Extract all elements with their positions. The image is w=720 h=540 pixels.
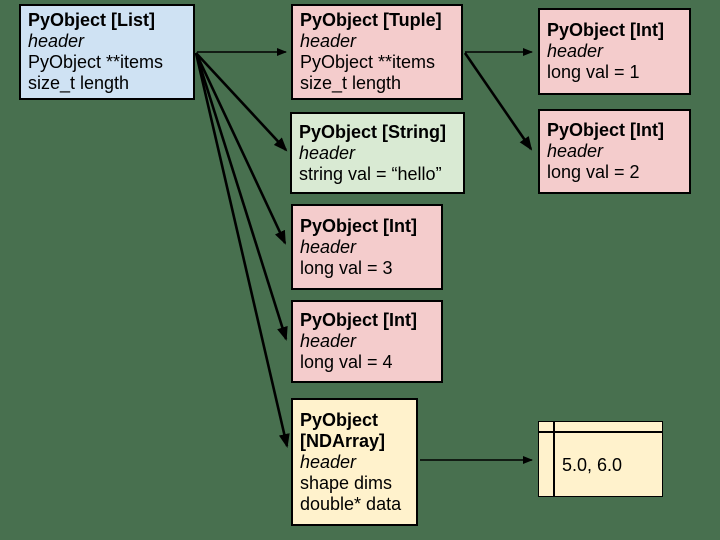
arrow-list-to-int3 xyxy=(194,52,287,245)
arrow-list-to-ndarray xyxy=(194,52,290,448)
arrow-list-to-string xyxy=(195,52,288,152)
array-values: 5.0, 6.0 xyxy=(562,455,623,475)
node-pyobject-int-4: PyObject [Int] header long val = 4 xyxy=(291,300,443,383)
node-title: PyObject [NDArray] xyxy=(300,409,386,451)
array-cell-divider-horizontal xyxy=(539,431,662,433)
node-pyobject-int-3: PyObject [Int] header long val = 3 xyxy=(291,204,443,290)
node-header-field: header xyxy=(547,41,604,61)
node-title: PyObject [String] xyxy=(299,121,447,142)
node-pyobject-tuple: PyObject [Tuple] header PyObject **items… xyxy=(291,4,463,100)
node-header-field: header xyxy=(300,451,357,472)
node-field: long val = 4 xyxy=(300,352,393,372)
node-field: long val = 3 xyxy=(300,257,393,278)
node-pyobject-ndarray: PyObject [NDArray] header shape dims dou… xyxy=(291,398,418,526)
node-title: PyObject [Int] xyxy=(300,310,418,330)
node-title: PyObject [List] xyxy=(28,10,156,30)
arrow-tuple-to-int2 xyxy=(463,52,533,151)
node-field: double* data xyxy=(300,493,402,514)
node-field: long val = 1 xyxy=(547,62,640,82)
node-field: long val = 2 xyxy=(547,162,640,182)
node-title: PyObject [Int] xyxy=(547,20,665,40)
node-title: PyObject [Int] xyxy=(547,120,665,140)
node-pyobject-int-1: PyObject [Int] header long val = 1 xyxy=(538,8,691,95)
node-field: size_t length xyxy=(300,73,402,93)
node-header-field: header xyxy=(300,331,357,351)
node-field: PyObject **items xyxy=(300,52,436,72)
array-cell-divider-vertical xyxy=(553,422,555,496)
node-pyobject-int-2: PyObject [Int] header long val = 2 xyxy=(538,109,691,194)
node-header-field: header xyxy=(547,141,604,161)
node-header-field: header xyxy=(300,236,357,257)
node-title: PyObject [Tuple] xyxy=(300,10,442,30)
node-field: PyObject **items xyxy=(28,52,164,72)
node-field: string val = “hello” xyxy=(299,163,442,184)
node-header-field: header xyxy=(28,31,85,51)
node-header-field: header xyxy=(300,31,357,51)
arrow-list-to-int4 xyxy=(194,52,288,341)
node-field: size_t length xyxy=(28,73,130,93)
node-title: PyObject [Int] xyxy=(300,215,418,236)
node-field: shape dims xyxy=(300,472,393,493)
node-header-field: header xyxy=(299,142,356,163)
node-array-data-cell: 5.0, 6.0 xyxy=(538,421,663,497)
node-pyobject-string: PyObject [String] header string val = “h… xyxy=(290,112,465,194)
node-pyobject-list: PyObject [List] header PyObject **items … xyxy=(19,4,195,100)
